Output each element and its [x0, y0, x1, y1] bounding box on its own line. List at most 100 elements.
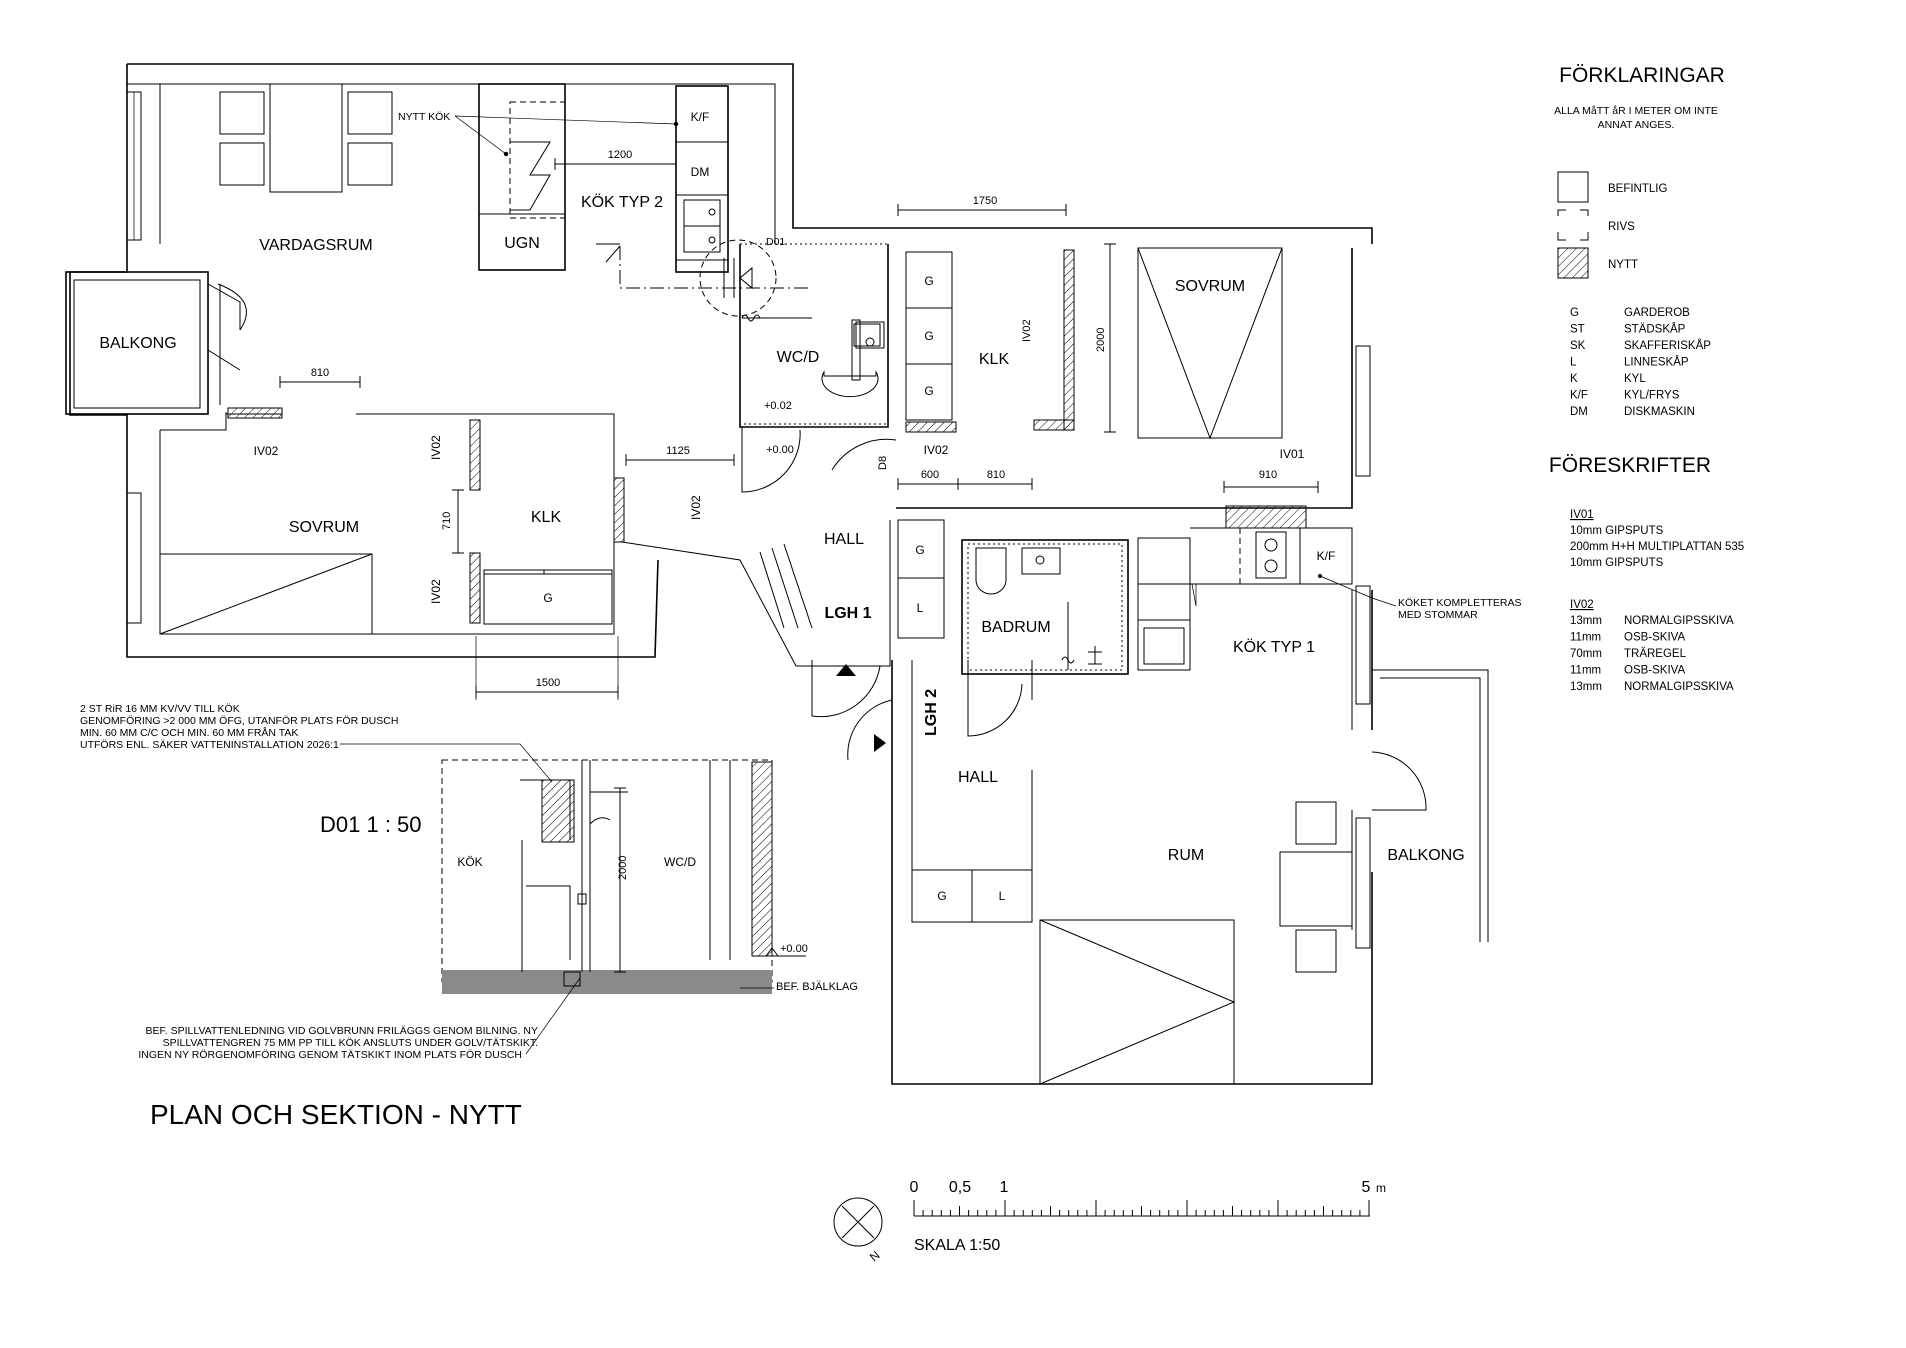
legend-nytt: NYTT — [1608, 259, 1638, 271]
kf-top-label: K/F — [691, 110, 710, 124]
wardrobe-g3: G — [924, 384, 933, 398]
section-dim-2000: 2000 — [617, 856, 629, 880]
iv02-layer-thickness: 13mm — [1570, 681, 1602, 693]
iv02-layer-thickness: 70mm — [1570, 648, 1602, 660]
drain-note-3: INGEN NY RÖRGENOMFÖRING GENOM TÄTSKIKT I… — [138, 1049, 522, 1061]
wardrobe-g-hall1: G — [915, 543, 924, 557]
abbr-text: SKAFFERISKÅP — [1624, 339, 1711, 352]
kok-typ2-label: KÖK TYP 2 — [581, 193, 663, 211]
scale-05: 0,5 — [949, 1179, 971, 1196]
legend-nytt-symbol — [1557, 247, 1589, 279]
legend-rivs-symbol — [1557, 209, 1589, 241]
section-d01: D01 1 : 50 2000 KÖK WC/D +0.00 BEF. BJÄL… — [80, 703, 858, 1061]
d01-tag: D01 — [766, 236, 785, 248]
drain-note-2: SPILLVATTENGREN 75 MM PP TILL KÖK ANSLUT… — [163, 1037, 538, 1049]
linen-l-hall2: L — [999, 889, 1006, 903]
iv02-layer-material: NORMALGIPSSKIVA — [1624, 681, 1734, 693]
lgh1-label: LGH 1 — [824, 605, 871, 622]
ugn-label: UGN — [504, 235, 540, 252]
section-wcd: WC/D — [664, 855, 696, 869]
dim-710: 710 — [441, 512, 453, 530]
dim-1200: 1200 — [608, 149, 632, 161]
specs-title: FÖRESKRIFTER — [1549, 454, 1711, 477]
klk-mid-label: KLK — [979, 351, 1010, 368]
abbr-text: KYL — [1624, 373, 1646, 385]
legend-befintlig-symbol — [1557, 171, 1589, 203]
scale-unit: m — [1376, 1181, 1386, 1195]
klk-left-label: KLK — [531, 509, 562, 526]
north-label: N — [867, 1248, 883, 1264]
abbr-code: DM — [1570, 406, 1588, 418]
abbr-code: ST — [1570, 324, 1585, 336]
sovrum-left-label: SOVRUM — [289, 519, 359, 536]
legend-note-2: ANNAT ANGES. — [1598, 119, 1675, 131]
abbr-text: STÄDSKÅP — [1624, 323, 1686, 336]
dim-1750: 1750 — [973, 195, 997, 207]
abbr-text: KYL/FRYS — [1624, 390, 1680, 402]
iv02-right-of-klk: IV02 — [689, 495, 703, 520]
iv02-left: IV02 — [254, 444, 279, 458]
dim-810b: 810 — [987, 469, 1005, 481]
dim-1125: 1125 — [666, 445, 690, 457]
kok-typ1-label: KÖK TYP 1 — [1233, 638, 1315, 656]
legend-note-1: ALLA MåTT åR I METER OM INTE — [1554, 105, 1718, 117]
wardrobe-g-hall2: G — [937, 889, 946, 903]
legend-befintlig: BEFINTLIG — [1608, 183, 1667, 195]
balkong-right-label: BALKONG — [1387, 847, 1464, 864]
vardagsrum-label: VARDAGSRUM — [259, 237, 373, 254]
abbr-code: SK — [1570, 340, 1586, 352]
dim-1500: 1500 — [536, 677, 560, 689]
wardrobe-g2: G — [924, 329, 933, 343]
abbr-text: GARDEROB — [1624, 307, 1690, 319]
koket-note-2: MED STOMMAR — [1398, 609, 1478, 621]
left-apartment: BALKONG VARDAGSRUM UGN KÖK TYP 2 K/F DM … — [65, 63, 1373, 718]
kf-right-label: K/F — [1317, 549, 1336, 563]
abbr-code: K — [1570, 373, 1578, 385]
pipe-note-4: UTFÖRS ENL. SÄKER VATTENINSTALLATION 202… — [80, 739, 339, 751]
wcd-label: WC/D — [777, 349, 820, 366]
iv02-layer-thickness: 11mm — [1570, 665, 1601, 677]
pipe-note-3: MIN. 60 MM C/C OCH MIN. 60 MM FRÅN TAK — [80, 726, 298, 739]
iv01-line-3: 10mm GIPSPUTS — [1570, 557, 1664, 569]
hall-lgh2-label: HALL — [958, 769, 998, 786]
scale-5: 5 — [1362, 1179, 1371, 1196]
level-002: +0.02 — [764, 400, 792, 412]
iv02-layer-material: OSB-SKIVA — [1624, 632, 1685, 644]
scale-0: 0 — [910, 1179, 919, 1196]
iv02-600: IV02 — [924, 443, 949, 457]
iv01-label: IV01 — [1280, 447, 1305, 461]
nytt-kok-note: NYTT KÖK — [398, 111, 450, 123]
iv02-layer-material: TRÄREGEL — [1624, 648, 1687, 660]
scale-bar: 0 0,5 1 5 m SKALA 1:50 N — [833, 1179, 1386, 1264]
balkong-left-label: BALKONG — [99, 335, 176, 352]
dim-910: 910 — [1259, 469, 1277, 481]
abbr-code: G — [1570, 307, 1579, 319]
iv02-layer-list: 13mm NORMALGIPSSKIVA 11mm OSB-SKIVA 70mm TRÄR… — [1570, 615, 1734, 693]
iv02-layer-thickness: 11mm — [1570, 632, 1601, 644]
abbr-code: L — [1570, 357, 1577, 369]
legend: FÖRKLARINGAR ALLA MåTT åR I METER OM INT… — [1549, 64, 1744, 693]
section-bjalklag: BEF. BJÄLKLAG — [776, 981, 858, 993]
lgh2-label: LGH 2 — [923, 689, 940, 736]
pipe-note-1: 2 ST RiR 16 MM KV/VV TILL KÖK — [80, 703, 240, 715]
dim-600: 600 — [921, 469, 939, 481]
abbr-code: K/F — [1570, 390, 1588, 402]
dm-label: DM — [691, 165, 710, 179]
scale-1: 1 — [1000, 1179, 1009, 1196]
section-kok: KÖK — [457, 855, 482, 869]
linen-l-hall1: L — [917, 601, 924, 615]
iv02-klk-bottom: IV02 — [429, 579, 443, 604]
legend-title: FÖRKLARINGAR — [1559, 64, 1725, 87]
iv01-line-1: 10mm GIPSPUTS — [1570, 525, 1664, 537]
iv02-spec-title: IV02 — [1570, 599, 1594, 611]
level-000: +0.00 — [766, 444, 794, 456]
north-arrow-icon — [833, 1197, 883, 1247]
wardrobe-g-left: G — [543, 591, 552, 605]
hall-lgh1-label: HALL — [824, 531, 864, 548]
sheet-title: PLAN OCH SEKTION - NYTT — [150, 1099, 522, 1130]
d8-label: D8 — [877, 456, 889, 470]
dim-2000: 2000 — [1095, 328, 1107, 352]
iv02-layer-material: NORMALGIPSSKIVA — [1624, 615, 1734, 627]
section-level: +0.00 — [780, 943, 808, 955]
right-apartment: BADRUM K/F KÖK TYP 1 KÖKET KOMPLETTERAS … — [847, 505, 1522, 1085]
